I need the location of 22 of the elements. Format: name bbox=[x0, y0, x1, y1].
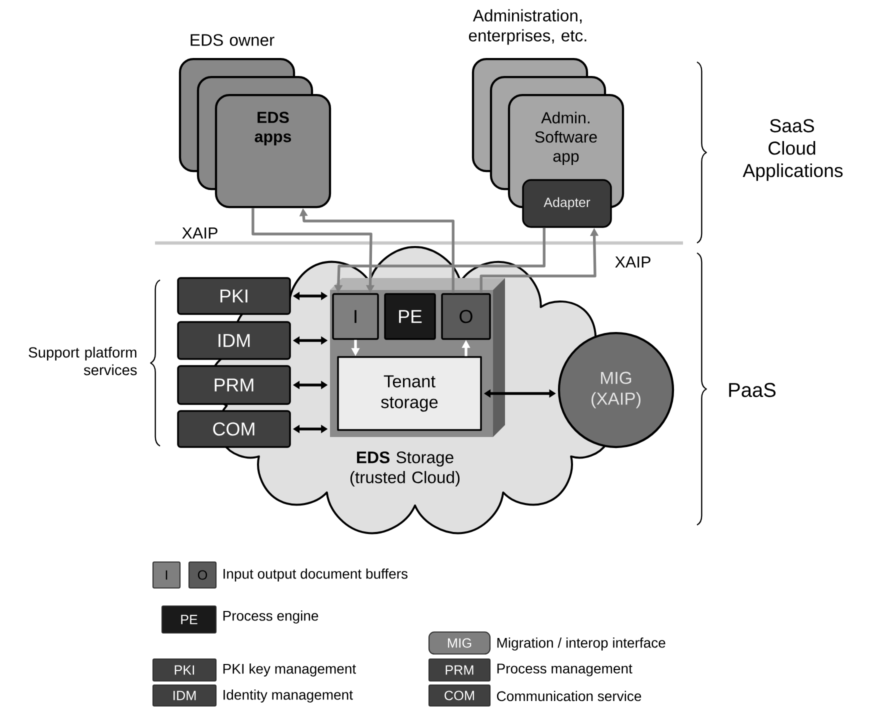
section-label: PaaS bbox=[729, 382, 776, 398]
buffer-box: O bbox=[441, 293, 491, 340]
legend-text: PKI key management bbox=[223, 663, 356, 677]
legend-text: Input output document buffers bbox=[224, 568, 408, 582]
legend-text: Communication service bbox=[496, 690, 642, 702]
section-label: SaaS Cloud Applications bbox=[742, 119, 843, 181]
legend-text: Identity management bbox=[224, 689, 353, 703]
service-box: PRM bbox=[177, 365, 291, 405]
storage-box: Tenant storage bbox=[337, 356, 482, 431]
legend-text: Process management bbox=[497, 664, 632, 676]
service-box: IDM bbox=[177, 321, 291, 360]
engine-box: PE bbox=[384, 293, 436, 340]
service-box: COM bbox=[177, 410, 291, 448]
adapter-box: Adapter bbox=[522, 179, 612, 228]
group-label: Support platform services bbox=[28, 346, 137, 376]
heading: EDS owner bbox=[190, 34, 274, 46]
legend-text: Process engine bbox=[223, 610, 318, 624]
heading: Administration, enterprises, etc. bbox=[468, 9, 586, 45]
buffer-box: I bbox=[332, 293, 379, 340]
service-box: PKI bbox=[177, 277, 291, 315]
protocol-label: XAIP bbox=[182, 228, 218, 238]
legend-text: Migration / interop interface bbox=[497, 637, 666, 651]
